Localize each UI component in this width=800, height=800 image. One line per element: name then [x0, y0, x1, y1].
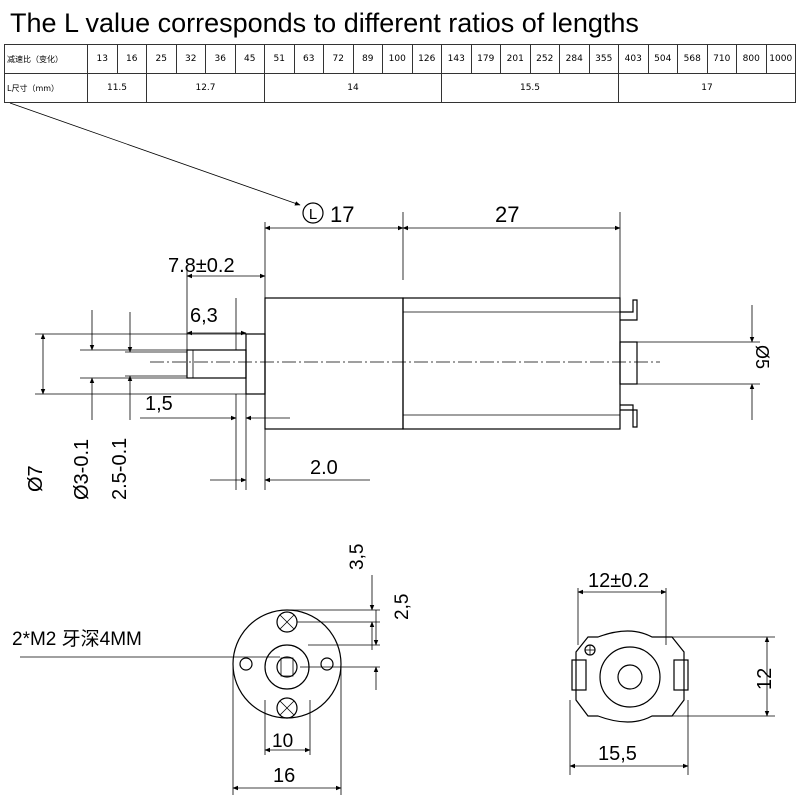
rear-boss — [619, 341, 638, 385]
ratio-row-label: 减速比（变化） — [4, 44, 88, 74]
l-marker-circle — [302, 202, 324, 224]
terminal-left — [571, 659, 587, 691]
length-row-label: L尺寸（mm） — [4, 73, 88, 103]
pin-hole-left — [239, 657, 253, 671]
motor-body — [402, 297, 621, 430]
pin-hole-right — [320, 657, 334, 671]
dim-dia-rear-label: Ø5 — [752, 345, 772, 369]
rear-view — [571, 630, 689, 723]
dim-hole-spacing-label: 10 — [272, 731, 293, 752]
l-marker-letter: L — [309, 206, 317, 223]
output-shaft — [186, 349, 247, 379]
ratio-cell: 100 — [382, 44, 413, 74]
dim-width-top-label: 12±0.2 — [588, 570, 649, 592]
ratio-cell: 179 — [470, 44, 501, 74]
dim-shaft-len-label: 7.8±0.2 — [168, 255, 235, 277]
dim-diameter-label: 16 — [273, 765, 295, 787]
dim-mid-label: 2,5 — [392, 594, 413, 620]
dim-flat-label: 2.5-0.1 — [109, 438, 131, 500]
ratio-cell: 504 — [647, 44, 678, 74]
length-cell: 14 — [264, 73, 442, 103]
dim-body-label: 17 — [330, 202, 354, 227]
ratio-cell: 51 — [264, 44, 295, 74]
ratio-cell: 45 — [234, 44, 265, 74]
ratio-cell: 252 — [529, 44, 560, 74]
figure-title: The L value corresponds to different rat… — [10, 8, 639, 38]
flange — [245, 333, 266, 395]
side-view — [150, 297, 660, 430]
dim-top-label: 3,5 — [347, 544, 368, 570]
dim-dia-shaft-label: Ø3-0.1 — [71, 439, 93, 500]
terminal-right — [673, 659, 689, 691]
front-shaft-circle — [276, 656, 298, 678]
terminal-top — [620, 299, 638, 321]
length-cell: 11.5 — [87, 73, 147, 103]
front-outer-circle — [232, 609, 342, 719]
rear-inner-circle — [617, 664, 643, 690]
dim-height-label: 12 — [754, 668, 776, 690]
l-leader-line — [9, 102, 301, 206]
rear-boss-circle — [599, 646, 661, 708]
length-cell: 17 — [618, 73, 796, 103]
dim-dia-body-label: Ø7 — [25, 465, 47, 492]
dim-flange-label: 2.0 — [310, 457, 338, 479]
length-cell: 12.7 — [146, 73, 265, 103]
dim-motor-label: 27 — [495, 202, 519, 227]
ratio-cell: 36 — [205, 44, 236, 74]
length-cell: 15.5 — [441, 73, 619, 103]
dim-width-bottom-label: 15,5 — [598, 743, 637, 765]
front-view — [232, 609, 342, 719]
ratio-cell: 201 — [500, 44, 531, 74]
screw-hole-bottom — [276, 697, 298, 719]
thread-note: 2*M2 牙深4MM — [12, 628, 142, 650]
terminal-bottom — [620, 404, 638, 428]
dim-shaft-visible-label: 6,3 — [190, 305, 218, 327]
ratio-cell: 32 — [175, 44, 206, 74]
ratio-cell: 568 — [677, 44, 708, 74]
rear-outline — [575, 630, 685, 723]
gearbox-body — [264, 297, 404, 430]
dim-boss-label: 1,5 — [145, 393, 173, 415]
